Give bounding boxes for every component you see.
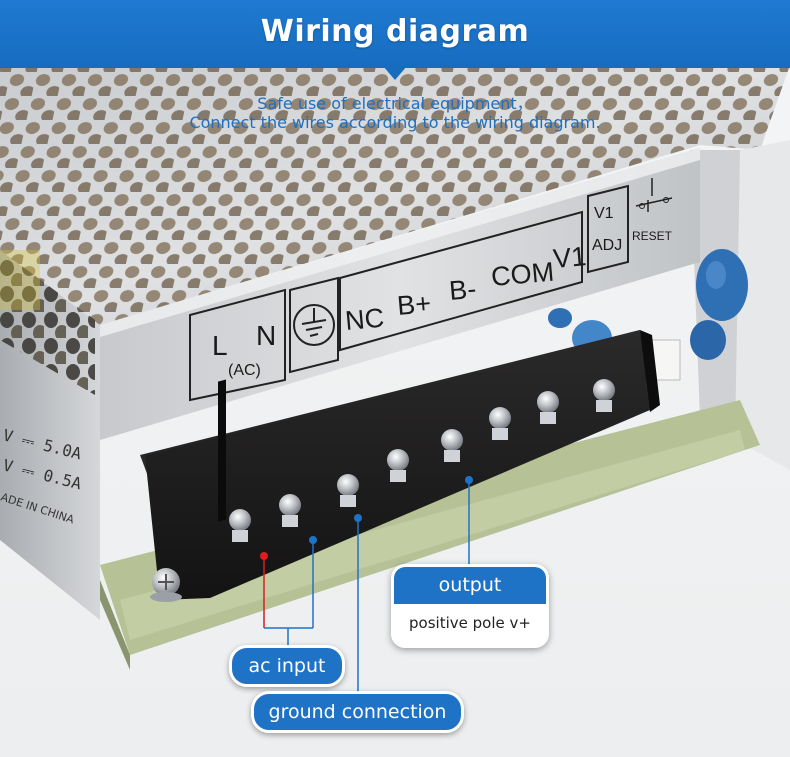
page-title: Wiring diagram bbox=[260, 14, 530, 49]
mounting-screw-icon bbox=[150, 568, 182, 602]
ground-marker bbox=[354, 514, 362, 522]
adjust-label-box: V1 ADJ bbox=[587, 184, 629, 274]
label-n: N bbox=[256, 320, 276, 351]
label-adj-v1: V1 bbox=[594, 205, 614, 222]
label-v1: V1 bbox=[552, 241, 588, 274]
output-callout: output positive pole v+ bbox=[391, 564, 549, 648]
terminal-screws bbox=[229, 379, 615, 542]
label-nc: NC bbox=[344, 303, 385, 336]
reset-label: RESET bbox=[632, 178, 673, 243]
output-callout-title: output bbox=[394, 567, 546, 604]
header-banner bbox=[0, 0, 790, 68]
ac-input-callout: ac input bbox=[229, 645, 345, 687]
ac-neutral-marker bbox=[309, 536, 317, 544]
output-callout-description: positive pole v+ bbox=[394, 604, 546, 642]
subtitle-line-1: Safe use of electrical equipment， bbox=[257, 94, 533, 113]
label-reset: RESET bbox=[632, 229, 673, 243]
output-marker bbox=[465, 476, 473, 484]
header-notch bbox=[383, 66, 407, 80]
label-l: L bbox=[212, 330, 228, 361]
label-adj: ADJ bbox=[592, 237, 622, 254]
label-b-minus: B- bbox=[448, 274, 478, 306]
ac-line-marker bbox=[260, 552, 268, 560]
output-label-box: NC B+ B- COM V1 bbox=[339, 210, 588, 352]
subtitle-line-2: Connect the wires according to the wirin… bbox=[189, 113, 601, 132]
label-ac: (AC) bbox=[228, 362, 261, 379]
label-b-plus: B+ bbox=[396, 288, 432, 321]
ac-label-box: L N (AC) bbox=[189, 288, 286, 402]
callout-lines bbox=[263, 480, 470, 694]
ground-connection-callout: ground connection bbox=[251, 691, 464, 733]
label-com: COM bbox=[490, 257, 555, 292]
ground-symbol-icon bbox=[289, 276, 339, 374]
